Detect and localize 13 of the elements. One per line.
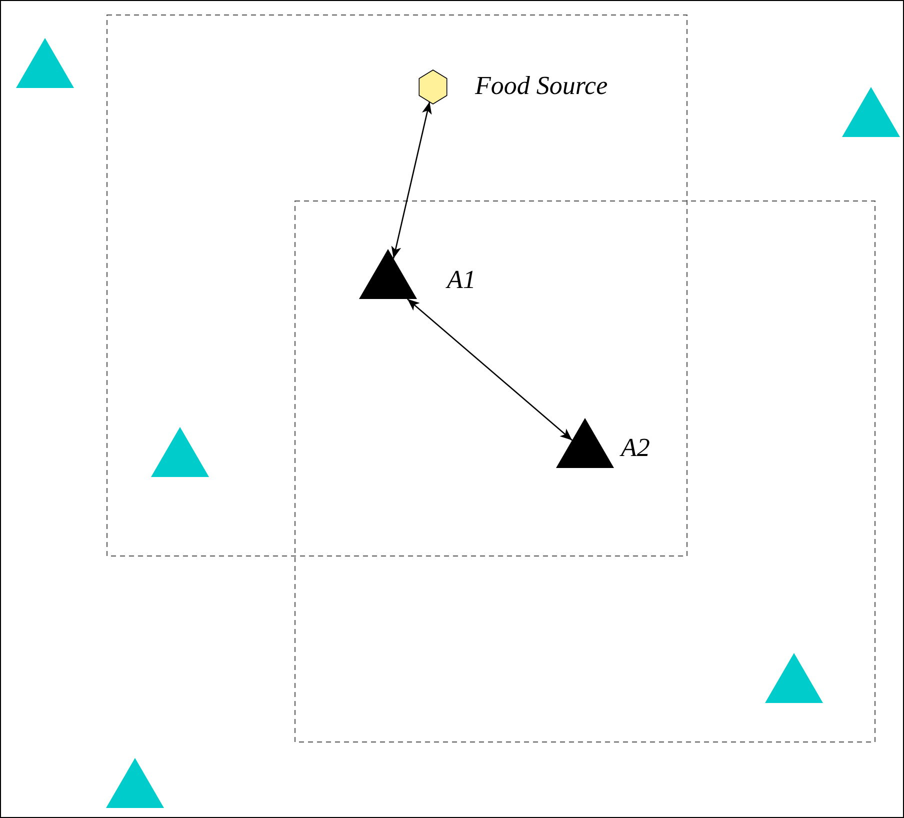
triangle-marker	[765, 653, 823, 703]
triangle-marker	[106, 758, 164, 808]
triangle-marker	[842, 87, 900, 137]
food-source-hexagon	[417, 70, 449, 104]
food-source-label: Food Source	[475, 73, 608, 99]
triangle-marker	[16, 38, 74, 88]
agent-label: A2	[621, 435, 650, 461]
triangle-marker	[556, 418, 614, 468]
double-headed-arrow	[391, 102, 432, 259]
triangle-marker	[151, 427, 209, 477]
triangle-marker	[359, 249, 417, 299]
double-headed-arrow	[407, 298, 573, 441]
agent-label: A1	[447, 267, 476, 293]
